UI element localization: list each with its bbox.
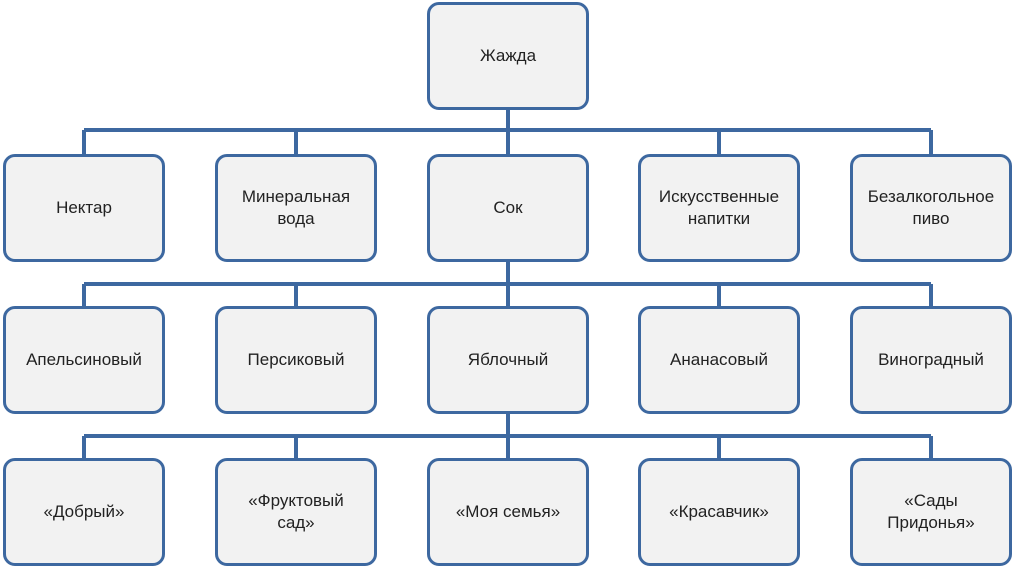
node-level2-2: Яблочный: [427, 306, 589, 414]
node-level3-0: «Добрый»: [3, 458, 165, 566]
node-label: «Красавчик»: [669, 502, 769, 521]
node-root-label: Жажда: [479, 46, 537, 65]
node-label: Ананасовый: [670, 350, 768, 369]
node-level1-0: Нектар: [3, 154, 165, 262]
node-label: «Моя семья»: [455, 502, 561, 521]
node-level3-3: «Красавчик»: [638, 458, 800, 566]
node-level1-3: Искусственные напитки: [638, 154, 800, 262]
node-label: Яблочный: [467, 350, 549, 369]
node-level2-3: Ананасовый: [638, 306, 800, 414]
node-label: Минеральная вода: [241, 187, 351, 228]
node-label: Искусственные напитки: [658, 187, 780, 228]
node-label: Безалкогольное пиво: [867, 187, 995, 228]
node-level2-1: Персиковый: [215, 306, 377, 414]
node-label: Апельсиновый: [26, 350, 142, 369]
node-root: Жажда: [427, 2, 589, 110]
node-level1-1: Минеральная вода: [215, 154, 377, 262]
node-label: Виноградный: [878, 350, 984, 369]
node-label: Персиковый: [247, 350, 345, 369]
node-level3-2: «Моя семья»: [427, 458, 589, 566]
node-label: Сок: [493, 198, 523, 217]
node-level2-4: Виноградный: [850, 306, 1012, 414]
node-label: «Добрый»: [43, 502, 125, 521]
node-label: Нектар: [56, 198, 112, 217]
node-label: «Сады Придонья»: [887, 491, 975, 532]
node-level1-4: Безалкогольное пиво: [850, 154, 1012, 262]
node-level2-0: Апельсиновый: [3, 306, 165, 414]
node-level3-4: «Сады Придонья»: [850, 458, 1012, 566]
node-level1-2: Сок: [427, 154, 589, 262]
node-level3-1: «Фруктовый сад»: [215, 458, 377, 566]
node-label: «Фруктовый сад»: [248, 491, 344, 532]
